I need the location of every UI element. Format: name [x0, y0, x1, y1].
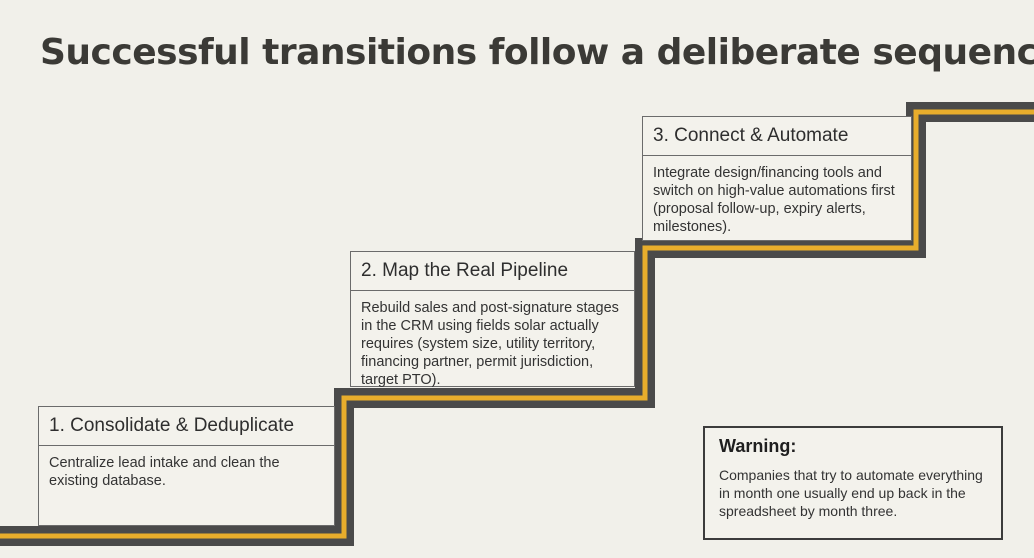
warning-text: Companies that try to automate everythin… [719, 467, 983, 519]
step-1-heading: 1. Consolidate & Deduplicate [39, 407, 334, 446]
warning-box: Warning: Companies that try to automate … [703, 426, 1003, 540]
warning-title: Warning: [719, 436, 797, 456]
step-3-description: Integrate design/financing tools and swi… [653, 165, 895, 235]
step-3-box: 3. Connect & Automate Integrate design/f… [642, 116, 912, 241]
staircase-accent [0, 109, 1034, 539]
page-title: Successful transitions follow a delibera… [40, 32, 1034, 73]
step-3-heading: 3. Connect & Automate [643, 117, 911, 156]
step-2-box: 2. Map the Real Pipeline Rebuild sales a… [350, 251, 635, 388]
step-1-box: 1. Consolidate & Deduplicate Centralize … [38, 406, 335, 526]
step-2-heading: 2. Map the Real Pipeline [351, 252, 634, 291]
step-1-description: Centralize lead intake and clean the exi… [49, 455, 280, 489]
step-2-description: Rebuild sales and post-signature stages … [361, 300, 619, 388]
